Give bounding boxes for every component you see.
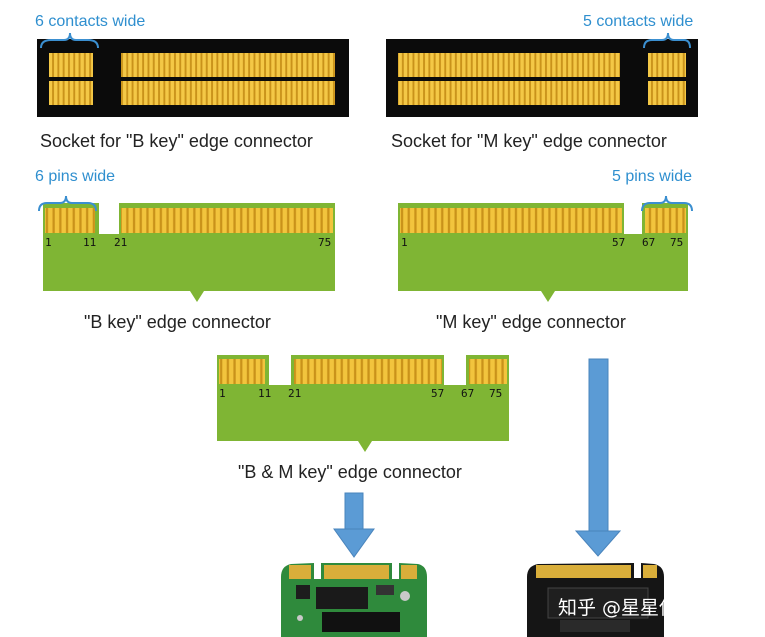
pin-number: 1 — [401, 236, 408, 249]
bracket-card-m — [641, 195, 693, 212]
socket-m-width-label: 5 contacts wide — [583, 13, 694, 30]
bracket-socket-m — [643, 32, 691, 49]
arrow-down-right — [574, 358, 622, 557]
bracket-card-b — [38, 195, 97, 212]
pin-number: 1 — [45, 236, 52, 249]
ssd-photo-m — [527, 563, 664, 637]
card-m-caption: "M key" edge connector — [436, 312, 626, 332]
card-m-width-label: 5 pins wide — [612, 168, 693, 185]
watermark: 知乎 @星星伴地球 — [558, 597, 717, 619]
pin-number: 67 — [642, 236, 656, 249]
ssd-photo-bm — [281, 563, 427, 637]
pin-number: 11 — [258, 387, 272, 400]
pin-number: 11 — [83, 236, 97, 249]
pin-number: 57 — [612, 236, 626, 249]
pin-number: 75 — [489, 387, 503, 400]
pin-number: 75 — [670, 236, 684, 249]
socket-m-caption: Socket for "M key" edge connector — [391, 131, 667, 151]
card-b-caption: "B key" edge connector — [84, 312, 271, 332]
pin-number: 1 — [219, 387, 226, 400]
socket-b-width-label: 6 contacts wide — [35, 13, 146, 30]
pin-number: 75 — [318, 236, 332, 249]
card-m-key — [398, 195, 693, 302]
pin-number: 21 — [114, 236, 128, 249]
arrow-down-left — [333, 492, 375, 558]
socket-m-key — [386, 32, 698, 117]
pin-number: 67 — [461, 387, 475, 400]
bracket-socket-b — [40, 32, 99, 49]
pin-number: 21 — [288, 387, 302, 400]
card-b-width-label: 6 pins wide — [35, 168, 116, 185]
card-b-key — [38, 195, 335, 302]
socket-b-key — [37, 32, 349, 117]
card-bm-key — [217, 355, 509, 452]
pin-number: 57 — [431, 387, 445, 400]
card-bm-caption: "B & M key" edge connector — [238, 462, 462, 482]
socket-b-caption: Socket for "B key" edge connector — [40, 131, 313, 151]
